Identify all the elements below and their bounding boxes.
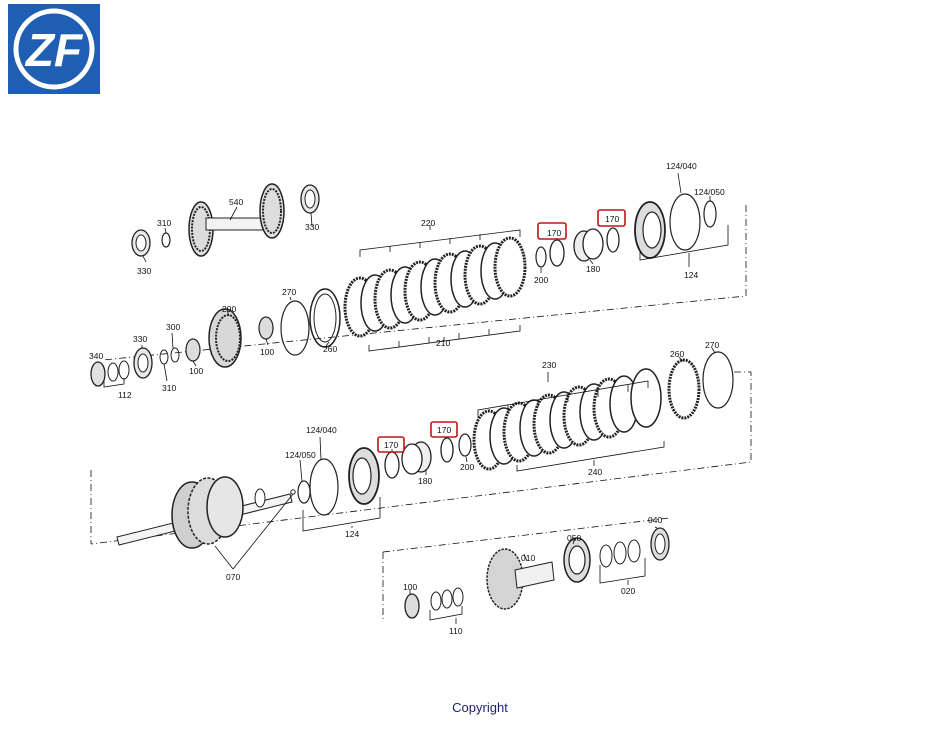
- highlight-box-170a: [537, 222, 567, 240]
- callout-170[interactable]: 170: [384, 440, 398, 450]
- part-070-main-shaft: [116, 476, 296, 549]
- callout-124-040[interactable]: 124/040: [306, 425, 337, 435]
- callout-310[interactable]: 310: [157, 218, 171, 228]
- callout-540[interactable]: 540: [229, 197, 243, 207]
- callout-010[interactable]: 010: [521, 553, 535, 563]
- callout-300[interactable]: 300: [166, 322, 180, 332]
- part-010-output-shaft: [404, 527, 670, 619]
- callout-340[interactable]: 340: [89, 351, 103, 361]
- callout-270[interactable]: 270: [705, 340, 719, 350]
- callout-260[interactable]: 260: [670, 349, 684, 359]
- callout-110[interactable]: 110: [449, 626, 463, 636]
- callout-170[interactable]: 170: [605, 214, 619, 224]
- callout-330[interactable]: 330: [305, 222, 319, 232]
- callout-200[interactable]: 200: [460, 462, 474, 472]
- zf-logo: ZF: [8, 4, 100, 94]
- callout-270[interactable]: 270: [282, 287, 296, 297]
- callout-330[interactable]: 330: [137, 266, 151, 276]
- callout-170[interactable]: 170: [547, 228, 561, 238]
- callout-124-050[interactable]: 124/050: [285, 450, 316, 460]
- callout-310[interactable]: 310: [162, 383, 176, 393]
- callout-200[interactable]: 200: [534, 275, 548, 285]
- clutch-pack-230: [297, 351, 734, 516]
- callout-230[interactable]: 230: [542, 360, 556, 370]
- callout-124-040[interactable]: 124/040: [666, 161, 697, 171]
- callout-070[interactable]: 070: [226, 572, 240, 582]
- callout-labels: 540 310 330 330 220 170 170 124/040 124/…: [89, 161, 725, 636]
- callout-112[interactable]: 112: [118, 390, 132, 400]
- copyright-text: Copyright: [452, 700, 508, 715]
- callout-100[interactable]: 100: [260, 347, 274, 357]
- callout-040[interactable]: 040: [648, 515, 662, 525]
- leader-lines: [97, 172, 729, 624]
- callout-124[interactable]: 124: [345, 529, 359, 539]
- part-310-330-upper-left: [131, 229, 171, 257]
- svg-text:ZF: ZF: [24, 24, 84, 76]
- highlight-box-170d: [430, 421, 458, 438]
- callout-124[interactable]: 124: [684, 270, 698, 280]
- callout-260[interactable]: 260: [323, 344, 337, 354]
- callout-180[interactable]: 180: [418, 476, 432, 486]
- highlight-box-170c: [377, 436, 405, 453]
- gear-290-cluster: [90, 308, 274, 387]
- callout-180[interactable]: 180: [586, 264, 600, 274]
- callout-210[interactable]: 210: [436, 338, 450, 348]
- callout-100[interactable]: 100: [403, 582, 417, 592]
- callout-330[interactable]: 330: [133, 334, 147, 344]
- callout-290[interactable]: 290: [222, 304, 236, 314]
- highlight-box-170b: [597, 209, 626, 227]
- callout-100[interactable]: 100: [189, 366, 203, 376]
- callout-020[interactable]: 020: [621, 586, 635, 596]
- callout-050[interactable]: 050: [567, 533, 581, 543]
- part-540-shaft: [188, 183, 320, 257]
- callout-124-050[interactable]: 124/050: [694, 187, 725, 197]
- callout-220[interactable]: 220: [421, 218, 435, 228]
- callout-240[interactable]: 240: [588, 467, 602, 477]
- clutch-pack-220: [280, 193, 717, 356]
- callout-170[interactable]: 170: [437, 425, 451, 435]
